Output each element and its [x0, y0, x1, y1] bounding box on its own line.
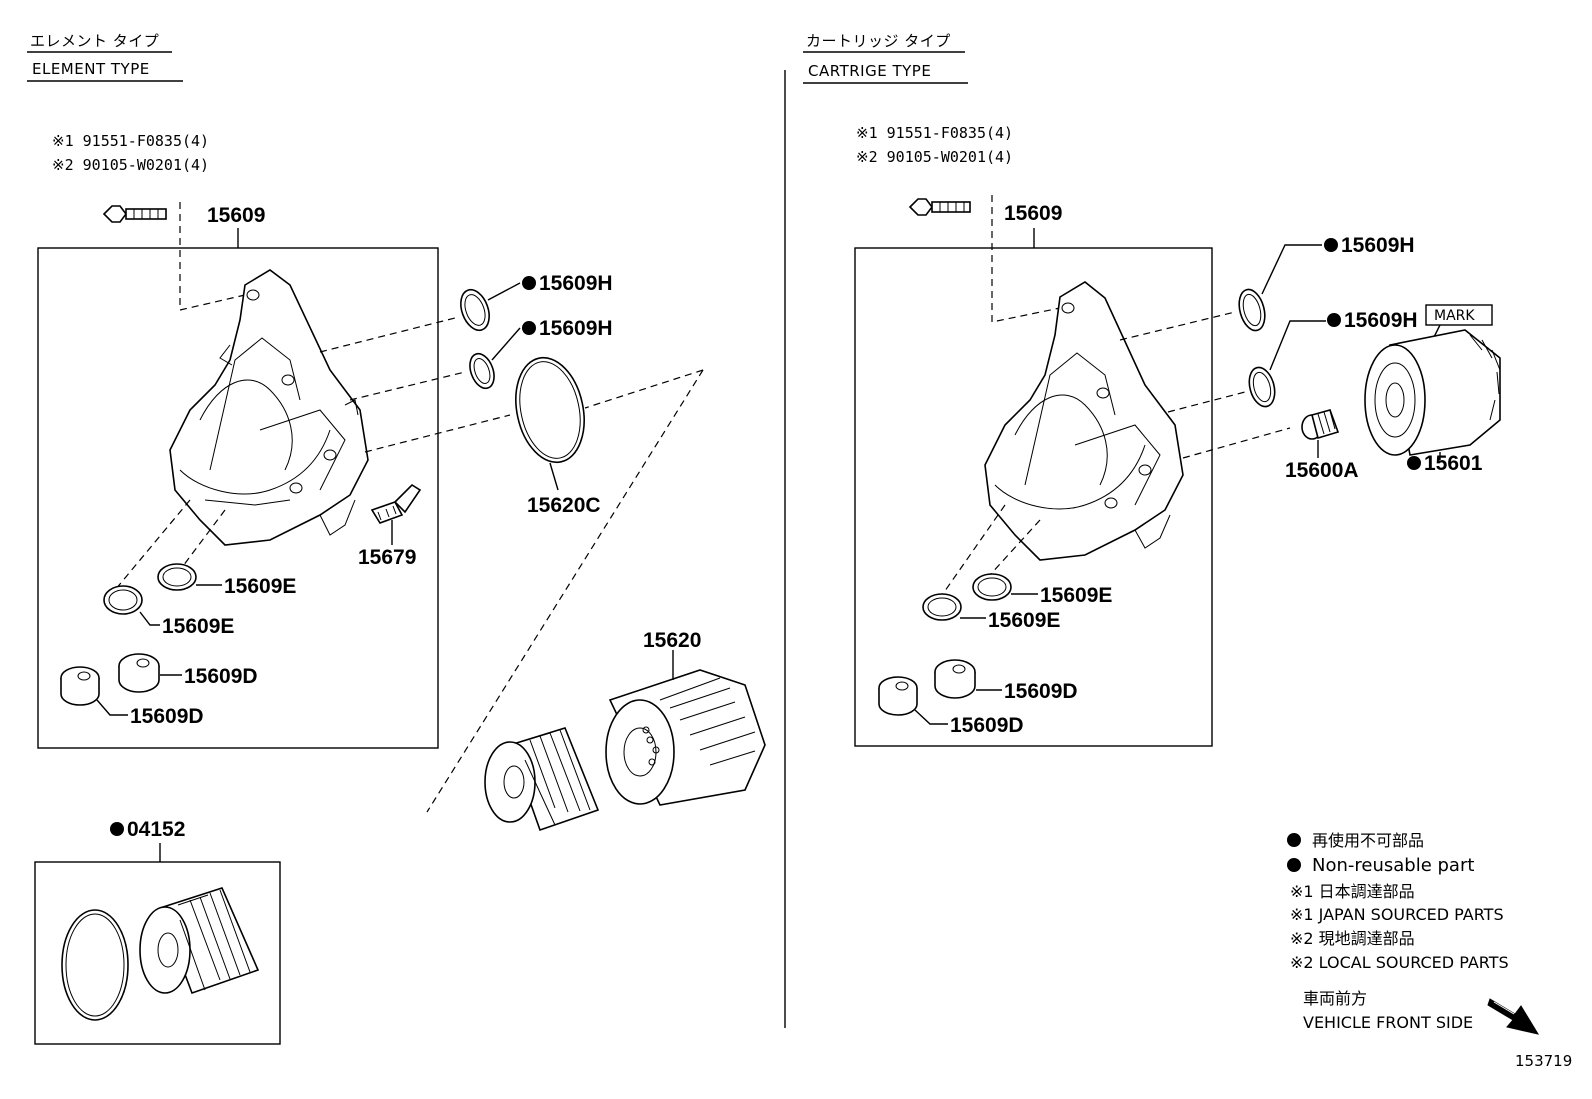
part-label-housing: 15609: [1004, 202, 1062, 225]
element-type-heading-en: ELEMENT TYPE: [32, 60, 150, 78]
legend-front-en: VEHICLE FRONT SIDE: [1303, 1013, 1473, 1032]
drain-plug-icon: [60, 666, 100, 706]
legend: 再使用不可部品 Non-reusable part ※1 日本調達部品 ※1 J…: [1287, 831, 1540, 1035]
oil-filter-housing-illustration: [984, 281, 1184, 561]
gasket-icon: [469, 352, 495, 390]
part-label-union: 15600A: [1285, 459, 1359, 482]
legend-front-jp: 車両前方: [1303, 989, 1367, 1008]
legend-nonreusable-jp: 再使用不可部品: [1312, 831, 1424, 850]
front-direction-arrow-icon: [1487, 998, 1540, 1035]
part-label-gasket-h1: 15609H: [1341, 234, 1415, 257]
part-label-plug-d1: 15609D: [1004, 680, 1078, 703]
part-label-gasket-e1: 15609E: [224, 575, 296, 598]
element-type-heading-jp: エレメント タイプ: [30, 32, 159, 50]
drain-plug-icon: [118, 653, 160, 693]
oil-filter-housing-illustration: [169, 269, 369, 546]
bolt-ref-japan: ※1 91551-F0835(4): [856, 124, 1013, 142]
cartridge-type-heading-en: CARTRIGE TYPE: [808, 62, 931, 80]
part-label-gasket-e1: 15609E: [1040, 584, 1112, 607]
part-label-element: 04152: [127, 818, 185, 841]
cartridge-type-section: カートリッジ タイプ CARTRIGE TYPE ※1 91551-F0835(…: [803, 32, 1501, 747]
legend-local-jp: ※2 現地調達部品: [1290, 929, 1415, 948]
legend-japan-en: ※1 JAPAN SOURCED PARTS: [1290, 905, 1504, 924]
bolt-ref-local: ※2 90105-W0201(4): [856, 148, 1013, 166]
part-label-filter: 15601: [1424, 452, 1483, 475]
bolt-ref-japan: ※1 91551-F0835(4): [52, 132, 209, 150]
gasket-icon: [157, 563, 197, 591]
element-box: [34, 861, 281, 1045]
part-label-plug-d2: 15609D: [130, 705, 204, 728]
cartridge-filter-icon: [1364, 329, 1501, 456]
part-label-housing: 15609: [207, 204, 265, 227]
part-label-o-ring: 15620C: [527, 494, 601, 517]
part-label-plug-d1: 15609D: [184, 665, 258, 688]
gasket-icon: [1238, 288, 1266, 332]
legend-local-en: ※2 LOCAL SOURCED PARTS: [1290, 953, 1509, 972]
part-label-sensor: 15679: [358, 546, 416, 569]
bolt-icon: [908, 198, 971, 216]
part-label-gasket-e2: 15609E: [988, 609, 1060, 632]
illustration-number: 153719: [1515, 1052, 1572, 1070]
element-type-section: エレメント タイプ ELEMENT TYPE ※1 91551-F0835(4)…: [27, 32, 766, 1045]
gasket-icon: [922, 593, 962, 621]
legend-japan-jp: ※1 日本調達部品: [1290, 882, 1415, 901]
part-label-gasket-e2: 15609E: [162, 615, 234, 638]
part-label-cap: 15620: [643, 629, 701, 652]
gasket-icon: [972, 573, 1012, 601]
union-bolt-icon: [1301, 409, 1340, 440]
bolt-icon: [102, 205, 167, 223]
mark-label-box: [1425, 304, 1493, 326]
element-o-ring-icon: [61, 909, 129, 1021]
o-ring-icon: [515, 356, 585, 464]
part-label-gasket-h2: 15609H: [539, 317, 613, 340]
filter-element-icon: [139, 887, 260, 995]
gasket-icon: [1248, 366, 1276, 408]
sensor-clip-icon: [370, 483, 422, 524]
gasket-icon: [103, 585, 143, 615]
part-label-plug-d2: 15609D: [950, 714, 1024, 737]
gasket-icon: [460, 288, 490, 332]
filter-cap-icon: [605, 669, 766, 806]
cartridge-type-heading-jp: カートリッジ タイプ: [806, 32, 951, 50]
drain-plug-icon: [878, 676, 918, 716]
part-label-gasket-h2: 15609H: [1344, 309, 1418, 332]
legend-nonreusable-en: Non-reusable part: [1312, 855, 1474, 876]
mark-label: MARK: [1434, 308, 1475, 324]
filter-element-icon: [484, 727, 600, 832]
drain-plug-icon: [934, 659, 976, 699]
part-label-gasket-h1: 15609H: [539, 272, 613, 295]
bolt-ref-local: ※2 90105-W0201(4): [52, 156, 209, 174]
